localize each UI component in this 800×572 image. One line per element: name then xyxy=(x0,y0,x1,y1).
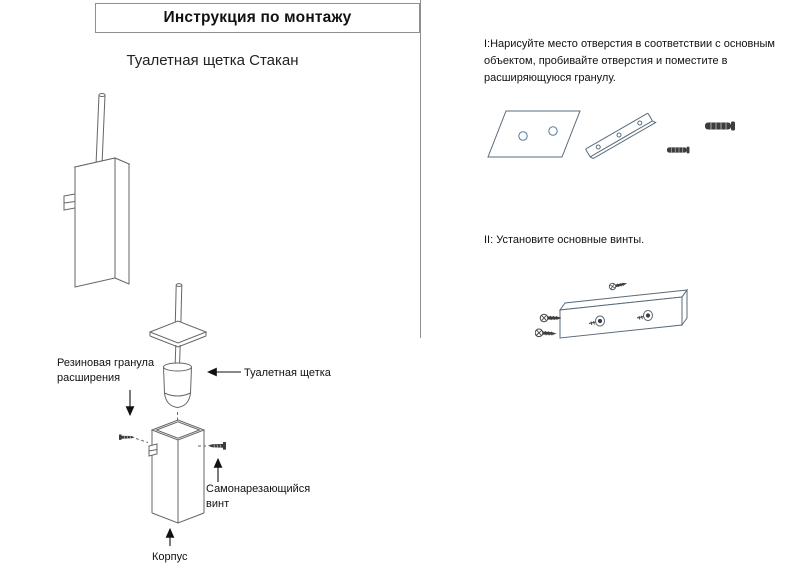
brush-handle-cap xyxy=(98,93,106,97)
screw-threads xyxy=(588,315,644,326)
screw-part-drawing xyxy=(208,442,226,450)
bracket-front-face xyxy=(559,296,683,339)
label-brush: Туалетная щетка xyxy=(244,367,331,379)
mount-bracket xyxy=(585,112,657,160)
drill-hole xyxy=(518,131,528,141)
label-body: Корпус xyxy=(152,551,188,563)
step2-drawing xyxy=(535,282,689,339)
assembled-view-drawing xyxy=(63,93,131,288)
holder-front-face xyxy=(74,157,116,288)
exploded-view-drawing xyxy=(119,283,226,524)
holder-side-face xyxy=(114,157,130,285)
product-subtitle: Туалетная щетка Стакан xyxy=(126,52,299,69)
step2-instructions: II: Установите основные винты. xyxy=(484,234,645,246)
screw-drawing xyxy=(539,313,562,323)
label-granule: Резиновая гранула расширения xyxy=(57,357,155,385)
bracket-end-face xyxy=(681,288,688,327)
column-divider xyxy=(420,0,421,338)
label-screw: Самонарезающийся винт xyxy=(206,483,311,511)
brush-head xyxy=(163,366,192,409)
anchor-large-drawing xyxy=(705,121,735,131)
brush-rod-cap xyxy=(175,283,183,287)
screw-drawing xyxy=(608,282,628,291)
step1-drawing xyxy=(487,110,735,160)
page-title: Инструкция по монтажу xyxy=(163,9,352,26)
body-bottom xyxy=(151,512,205,524)
granule-part-drawing xyxy=(119,434,135,440)
product-illustration xyxy=(63,93,241,546)
step1-instructions: I:Нарисуйте место отверстия в соответств… xyxy=(484,38,775,85)
callout-arrows xyxy=(125,367,241,546)
anchor-small-drawing xyxy=(667,146,690,154)
page-title-box: Инструкция по монтажу xyxy=(95,3,420,33)
body-opening xyxy=(150,419,206,441)
wall-plate xyxy=(487,110,581,158)
screw-drawing xyxy=(535,328,557,338)
drill-hole xyxy=(548,126,558,136)
inserted-screw-heads xyxy=(597,313,651,324)
